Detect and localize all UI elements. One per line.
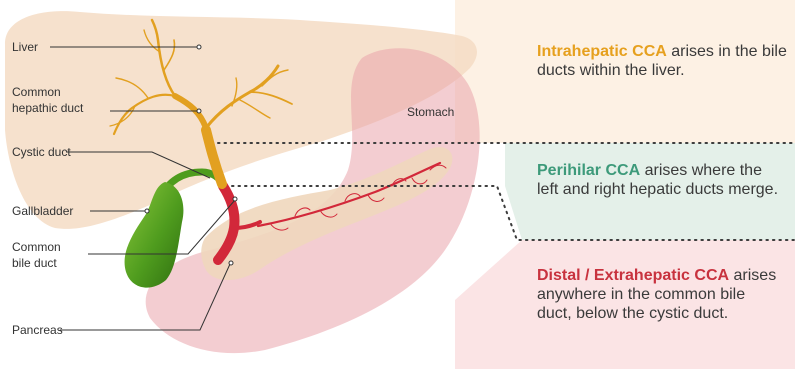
distal-description: Distal / Extrahepatic CCA arises anywher… — [537, 266, 777, 323]
label-stomach: Stomach — [407, 105, 454, 119]
label-common-bile-duct-line2: bile duct — [12, 256, 57, 270]
label-cystic-duct: Cystic duct — [12, 145, 71, 159]
label-common-hepatic-duct-line2: hepathic duct — [12, 101, 84, 115]
perihilar-description: Perihilar CCA arises where the left and … — [537, 161, 787, 199]
label-pancreas: Pancreas — [12, 323, 63, 337]
intrahepatic-heading: Intrahepatic CCA — [537, 43, 667, 60]
label-gallbladder: Gallbladder — [12, 204, 73, 218]
label-common-bile-duct-line1: Common — [12, 240, 61, 254]
label-liver: Liver — [12, 40, 38, 54]
label-common-hepatic-duct-line1: Common — [12, 85, 61, 99]
distal-heading: Distal / Extrahepatic CCA — [537, 267, 729, 284]
intrahepatic-description: Intrahepatic CCA arises in the bile duct… — [537, 42, 787, 80]
perihilar-heading: Perihilar CCA — [537, 162, 640, 179]
